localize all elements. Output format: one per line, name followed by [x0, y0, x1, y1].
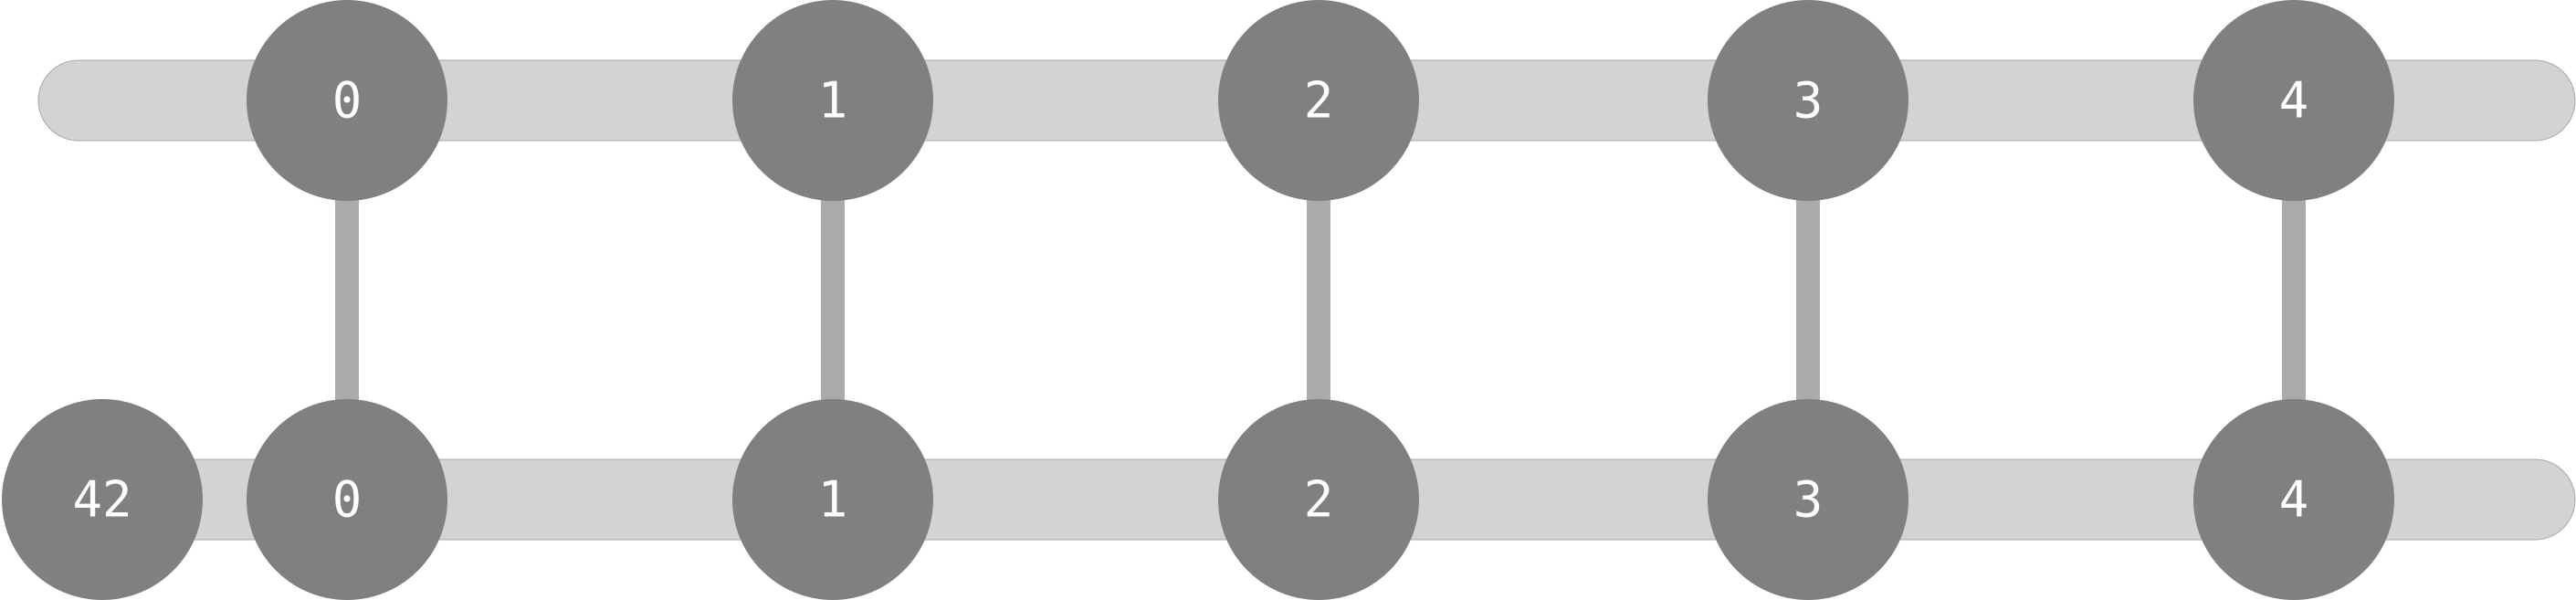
node-top-4: 4 — [2193, 0, 2394, 201]
node-bottom-42: 42 — [2, 399, 203, 600]
node-circle — [1218, 399, 1419, 600]
node-label: 42 — [72, 471, 131, 529]
node-circle — [1218, 0, 1419, 201]
node-label: 0 — [332, 471, 363, 529]
node-circle — [247, 399, 447, 600]
node-label: 4 — [2279, 72, 2309, 130]
node-circle — [247, 0, 447, 201]
node-label: 1 — [818, 72, 848, 130]
node-circle — [732, 0, 933, 201]
node-label: 0 — [332, 72, 363, 130]
node-circle — [2, 399, 203, 600]
node-circle — [2193, 0, 2394, 201]
node-top-0: 0 — [247, 0, 447, 201]
node-circle — [2193, 399, 2394, 600]
node-label: 1 — [818, 471, 848, 529]
node-bottom-0: 0 — [247, 399, 447, 600]
node-circle — [1708, 399, 1908, 600]
node-label: 3 — [1793, 72, 1824, 130]
node-top-1: 1 — [732, 0, 933, 201]
node-top-3: 3 — [1708, 0, 1908, 201]
node-bottom-3: 3 — [1708, 399, 1908, 600]
node-label: 3 — [1793, 471, 1824, 529]
node-circle — [1708, 0, 1908, 201]
node-label: 2 — [1304, 72, 1334, 130]
node-top-2: 2 — [1218, 0, 1419, 201]
node-label: 2 — [1304, 471, 1334, 529]
node-bottom-1: 1 — [732, 399, 933, 600]
node-bottom-2: 2 — [1218, 399, 1419, 600]
node-circle — [732, 399, 933, 600]
node-bottom-4: 4 — [2193, 399, 2394, 600]
node-layer: 0 1 2 3 4 42 0 1 2 3 4 — [2, 0, 2394, 600]
node-label: 4 — [2279, 471, 2309, 529]
